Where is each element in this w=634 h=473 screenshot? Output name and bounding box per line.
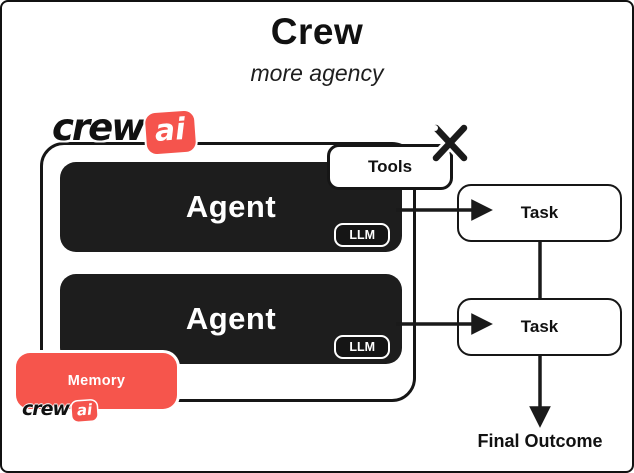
agent-2-label: Agent: [185, 301, 277, 336]
agent-1-llm-badge: LLM: [334, 222, 390, 247]
wrench-notch: [432, 125, 438, 131]
crossed-tools-icon: [430, 122, 470, 164]
task-box-1: Task: [457, 184, 622, 242]
tools-box: Tools: [327, 144, 453, 190]
crewai-logo-accent: ai: [145, 110, 197, 155]
task-box-2: Task: [457, 298, 622, 356]
crewai-logo-text: crew: [52, 106, 145, 149]
crewai-logo-small-accent: ai: [71, 400, 99, 422]
page-subtitle: more agency: [250, 60, 384, 86]
final-outcome-label: Final Outcome: [477, 431, 603, 451]
task-2-label: Task: [520, 317, 559, 336]
memory-box: Memory: [16, 353, 177, 409]
agent-1-label: Agent: [185, 189, 277, 224]
agent-2-llm-badge: LLM: [334, 334, 390, 359]
page-title: Crew: [270, 11, 364, 52]
memory-label: Memory: [67, 373, 126, 389]
task-1-label: Task: [520, 203, 559, 222]
tools-label: Tools: [367, 157, 413, 176]
crewai-logo-small-text: crew: [22, 398, 70, 420]
agent-box-2: Agent LLM: [60, 274, 402, 364]
